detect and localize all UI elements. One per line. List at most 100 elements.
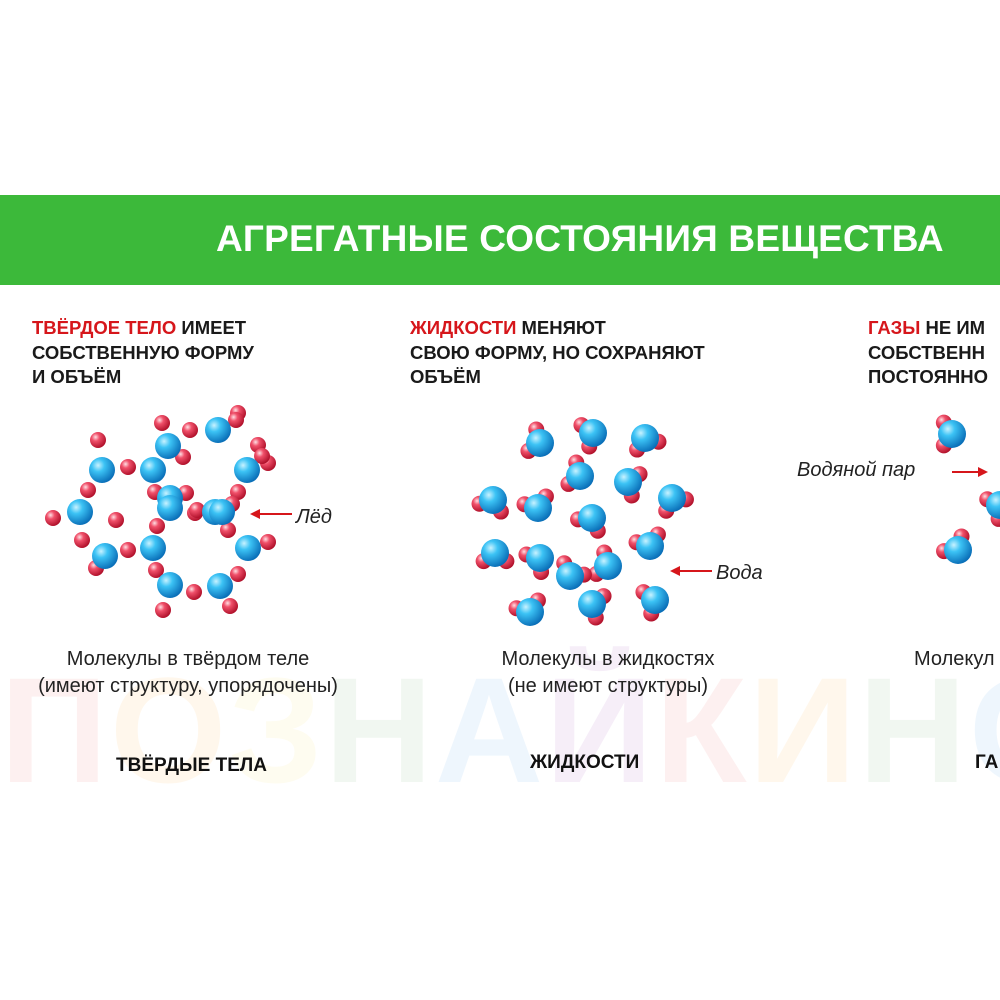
liquid-caption-line1: Молекулы в жидкостях xyxy=(501,648,715,670)
oxygen-atom xyxy=(67,499,93,525)
water-arrow-icon xyxy=(670,566,712,576)
oxygen-atom xyxy=(524,494,552,522)
solid-desc-line1: ИМЕЕТ xyxy=(176,317,247,338)
oxygen-atom xyxy=(641,586,669,614)
watermark-letter: З xyxy=(228,646,325,814)
oxygen-atom xyxy=(155,433,181,459)
gas-state-label: ГА xyxy=(975,752,999,773)
oxygen-atom xyxy=(579,419,607,447)
oxygen-atom xyxy=(594,552,622,580)
oxygen-atom xyxy=(614,468,642,496)
oxygen-atom xyxy=(556,562,584,590)
watermark-letter: О xyxy=(109,646,229,814)
ice-label: Лёд xyxy=(296,506,332,528)
oxygen-atom xyxy=(636,532,664,560)
hydrogen-atom xyxy=(148,562,164,578)
watermark-letter: Н xyxy=(858,646,969,814)
liquid-state-label: ЖИДКОСТИ xyxy=(530,752,640,773)
solid-caption-line2: (имеют структуру, упорядочены) xyxy=(38,675,338,697)
oxygen-atom xyxy=(235,535,261,561)
vapor-label: Водяной пар xyxy=(797,459,916,481)
watermark-letter: К xyxy=(654,646,749,814)
oxygen-atom xyxy=(92,543,118,569)
oxygen-atom xyxy=(479,486,507,514)
watermark-letter: А xyxy=(434,646,546,814)
solid-state-label: ТВЁРДЫЕ ТЕЛА xyxy=(116,755,267,776)
hydrogen-atom xyxy=(186,584,202,600)
watermark-letter: Й xyxy=(545,646,655,814)
liquid-desc-line2: СВОЮ ФОРМУ, НО СОХРАНЯЮТ xyxy=(410,341,705,363)
vapor-molecules xyxy=(935,414,1000,564)
ice-arrow-icon xyxy=(250,509,292,519)
solid-caption-line1: Молекулы в твёрдом теле xyxy=(66,648,310,670)
gas-desc-line2: СОБСТВЕНН xyxy=(868,341,985,363)
oxygen-atom xyxy=(205,417,231,443)
hydrogen-atom xyxy=(228,412,244,428)
solid-desc-line3: И ОБЪЁМ xyxy=(32,366,122,387)
oxygen-atom xyxy=(234,457,260,483)
solid-highlight: ТВЁРДОЕ ТЕЛО xyxy=(32,317,177,338)
ice-lattice xyxy=(45,405,276,618)
vapor-arrow-icon xyxy=(952,467,988,477)
hydrogen-atom xyxy=(155,602,171,618)
oxygen-atom xyxy=(986,491,1000,519)
oxygen-atom xyxy=(516,598,544,626)
oxygen-atom xyxy=(140,457,166,483)
liquid-desc-line1: МЕНЯЮТ xyxy=(516,317,606,338)
gas-description: ГАЗЫ НЕ ИМ СОБСТВЕНН ПОСТОЯННО xyxy=(868,316,1000,390)
liquid-desc-line3: ОБЪЁМ xyxy=(410,366,481,387)
oxygen-atom xyxy=(140,535,166,561)
oxygen-atom xyxy=(578,590,606,618)
hydrogen-atom xyxy=(90,432,106,448)
hydrogen-atom xyxy=(189,502,205,518)
hydrogen-atom xyxy=(108,512,124,528)
watermark-letter: П xyxy=(0,646,110,814)
oxygen-atom xyxy=(526,544,554,572)
hydrogen-atom xyxy=(120,542,136,558)
oxygen-atom xyxy=(526,429,554,457)
gas-caption-line1: Молекул xyxy=(914,648,995,670)
watermark-letter: О xyxy=(969,640,1000,820)
hydrogen-atom xyxy=(230,566,246,582)
hydrogen-atom xyxy=(80,482,96,498)
oxygen-atom xyxy=(938,420,966,448)
gas-desc-line3: ПОСТОЯННО xyxy=(868,366,988,387)
hydrogen-atom xyxy=(149,518,165,534)
hydrogen-atom xyxy=(230,484,246,500)
watermark-logo: ПОЗНАЙКИНО xyxy=(0,640,1000,820)
oxygen-atom xyxy=(566,462,594,490)
hydrogen-atom xyxy=(154,415,170,431)
liquid-highlight: ЖИДКОСТИ xyxy=(410,317,517,338)
hydrogen-atom xyxy=(182,422,198,438)
oxygen-atom xyxy=(207,573,233,599)
solid-desc-line2: СОБСТВЕННУЮ ФОРМУ xyxy=(32,341,254,363)
watermark-letter: И xyxy=(748,646,859,814)
page-title: АГРЕГАТНЫЕ СОСТОЯНИЯ ВЕЩЕСТВА xyxy=(216,218,944,259)
oxygen-atom xyxy=(481,539,509,567)
gas-caption: Молекул xyxy=(914,646,1000,673)
liquid-caption-line2: (не имеют структуры) xyxy=(507,675,709,697)
oxygen-atom xyxy=(209,499,235,525)
oxygen-atom xyxy=(631,424,659,452)
oxygen-atom xyxy=(578,504,606,532)
hydrogen-atom xyxy=(260,534,276,550)
hydrogen-atom xyxy=(74,532,90,548)
oxygen-atom xyxy=(658,484,686,512)
watermark-letter: Н xyxy=(324,646,435,814)
gas-desc-line1: НЕ ИМ xyxy=(920,317,986,338)
hydrogen-atom xyxy=(175,449,191,465)
hydrogen-atom xyxy=(222,598,238,614)
oxygen-atom xyxy=(157,572,183,598)
solid-description: ТВЁРДОЕ ТЕЛО ИМЕЕТ СОБСТВЕННУЮ ФОРМУ И О… xyxy=(32,316,254,390)
solid-caption: Молекулы в твёрдом теле (имеют структуру… xyxy=(0,646,376,700)
oxygen-atom xyxy=(157,495,183,521)
hydrogen-atom xyxy=(120,459,136,475)
hydrogen-atom xyxy=(254,448,270,464)
water-molecules xyxy=(471,417,694,626)
hydrogen-atom xyxy=(45,510,61,526)
title-banner xyxy=(0,195,1000,285)
hydrogen-atom xyxy=(220,522,236,538)
liquid-caption: Молекулы в жидкостях (не имеют структуры… xyxy=(438,646,778,700)
water-label: Вода xyxy=(716,562,763,584)
